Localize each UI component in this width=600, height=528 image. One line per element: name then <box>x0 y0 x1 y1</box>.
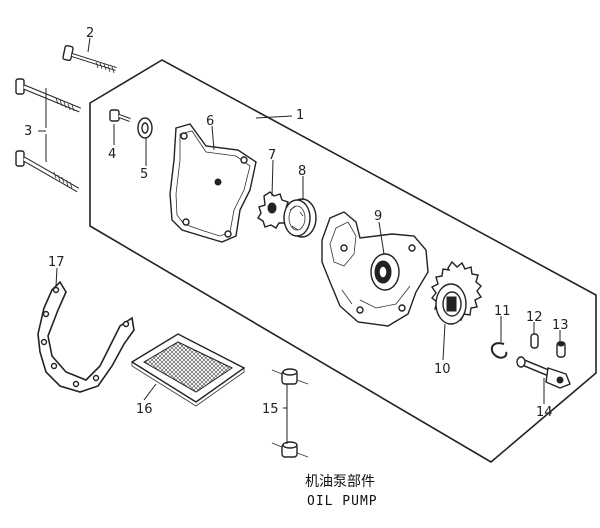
part-washer-5 <box>137 117 153 139</box>
part-inner-rotor-7 <box>257 191 291 229</box>
part-bolt-2 <box>62 44 117 74</box>
callout-5: 5 <box>140 167 148 182</box>
part-dowels-15 <box>271 368 309 458</box>
callout-4: 4 <box>108 147 116 162</box>
caption-english: OIL PUMP <box>307 494 378 509</box>
caption-chinese: 机油泵部件 <box>305 474 375 490</box>
part-screw-4 <box>109 109 131 122</box>
part-shaft-14 <box>516 356 571 389</box>
callout-14: 14 <box>536 405 553 420</box>
part-bolts-3 <box>15 78 81 193</box>
leader-lines <box>38 37 561 444</box>
callout-8: 8 <box>298 164 306 179</box>
callout-15: 15 <box>262 402 279 417</box>
callout-12: 12 <box>526 310 543 325</box>
part-pump-body-9 <box>321 211 429 327</box>
part-pin-13 <box>556 341 566 358</box>
callout-11: 11 <box>494 304 511 319</box>
callout-17: 17 <box>48 255 65 270</box>
callout-2: 2 <box>86 26 94 41</box>
callout-7: 7 <box>268 148 276 163</box>
part-outer-rotor-8 <box>283 198 317 238</box>
part-strainer-16 <box>130 333 246 407</box>
callout-10: 10 <box>434 362 451 377</box>
part-cover-plate-6 <box>169 123 257 243</box>
assembly-panel-outline <box>89 59 597 463</box>
callout-labels: 1 2 3 4 5 6 7 8 9 10 11 12 13 14 15 16 1… <box>24 26 569 420</box>
part-circlip-11 <box>490 342 508 359</box>
callout-13: 13 <box>552 318 569 333</box>
part-gasket-17 <box>37 280 135 393</box>
callout-1: 1 <box>296 108 304 123</box>
callout-6: 6 <box>206 114 214 129</box>
part-drive-gear-10 <box>430 260 483 325</box>
callout-3: 3 <box>24 124 32 139</box>
callout-9: 9 <box>374 209 382 224</box>
callout-16: 16 <box>136 402 153 417</box>
part-pin-12 <box>530 333 539 349</box>
